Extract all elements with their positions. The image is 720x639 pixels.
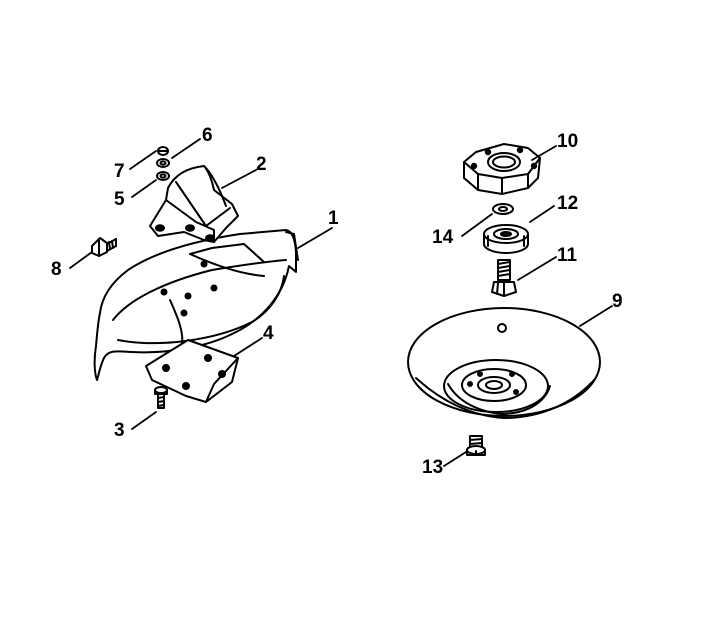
callout-2: 2 xyxy=(256,154,267,175)
callout-11: 11 xyxy=(557,245,578,266)
callout-14: 14 xyxy=(432,227,454,248)
leader-4 xyxy=(233,337,263,357)
ball-bearing-illustration xyxy=(483,224,529,254)
callout-5: 5 xyxy=(114,189,125,210)
leader-2 xyxy=(221,169,257,189)
leader-9 xyxy=(579,305,613,327)
leader-lines xyxy=(69,138,613,467)
thrust-plate-illustration xyxy=(407,307,601,419)
callout-12: 12 xyxy=(557,193,579,214)
leader-5 xyxy=(131,179,157,198)
hardware-stack-illustration xyxy=(156,146,170,181)
leader-8 xyxy=(69,251,93,269)
callout-13: 13 xyxy=(422,457,444,478)
leader-7 xyxy=(129,150,157,170)
callout-7: 7 xyxy=(114,161,125,182)
bracket-illustration xyxy=(149,165,239,243)
leader-1 xyxy=(297,227,333,249)
retaining-ring-illustration xyxy=(492,203,514,215)
leader-6 xyxy=(171,138,201,159)
callout-10: 10 xyxy=(557,131,579,152)
leader-10 xyxy=(531,145,557,161)
bearing-housing-illustration xyxy=(463,143,541,195)
callout-8: 8 xyxy=(51,259,62,280)
callout-4: 4 xyxy=(263,323,274,344)
shield-illustration xyxy=(93,229,299,381)
plate-illustration xyxy=(145,339,239,403)
small-screw-illustration xyxy=(154,386,168,409)
callout-3: 3 xyxy=(114,420,125,441)
spindle-screw-illustration xyxy=(491,259,517,297)
bolt-illustration xyxy=(91,237,117,257)
callout-1: 1 xyxy=(328,208,339,229)
leader-13 xyxy=(443,451,467,467)
callout-9: 9 xyxy=(612,291,623,312)
leader-14 xyxy=(461,213,493,237)
leader-3 xyxy=(131,411,157,430)
leader-11 xyxy=(517,256,557,281)
callout-6: 6 xyxy=(202,125,213,146)
leader-12 xyxy=(529,205,555,223)
screw-thrust-illustration xyxy=(466,435,486,456)
